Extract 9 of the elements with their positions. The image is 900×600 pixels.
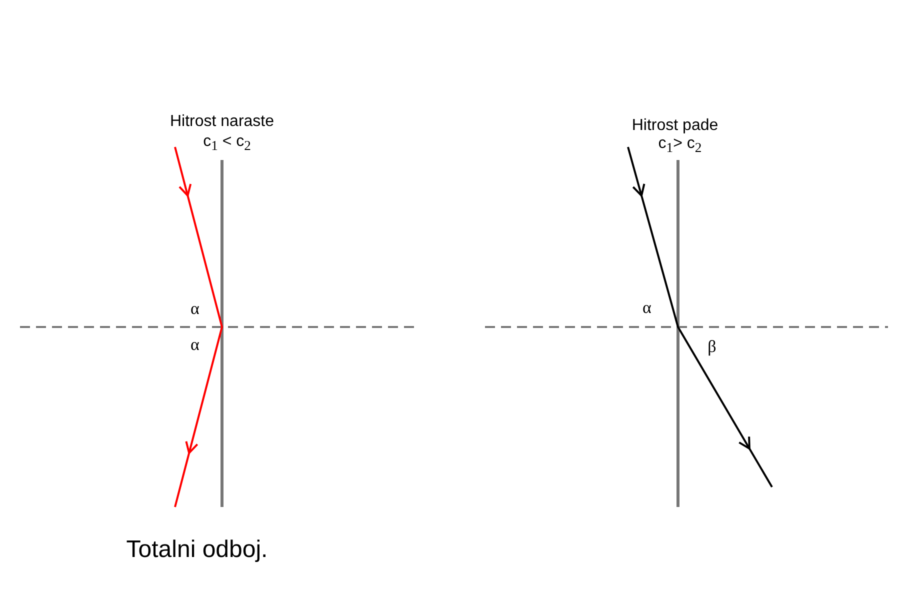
speed-relation: c$_{1}$> c$_{2}$ xyxy=(658,136,702,155)
caption-text: Totalni odboj. xyxy=(126,538,268,562)
heading: Hitrost pade xyxy=(632,118,718,134)
angle-label: α xyxy=(642,299,652,316)
angle-label: α xyxy=(190,336,200,353)
angle-label: β xyxy=(708,338,716,355)
heading: Hitrost naraste xyxy=(170,114,274,130)
angle-label: α xyxy=(190,300,200,317)
speed-relation: c$_{1}$ < c$_{2}$ xyxy=(203,134,251,153)
